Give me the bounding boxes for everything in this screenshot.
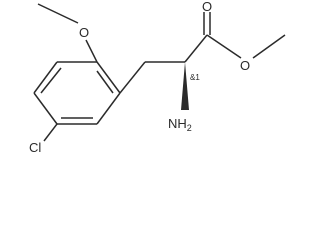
atom-nh-text: NH xyxy=(168,116,187,131)
atom-o-carbonyl-label: O xyxy=(202,0,212,14)
bond-ring-c5-c6 xyxy=(33,61,58,94)
bond-ring-ch2 xyxy=(119,61,146,94)
atom-o-ester-label: O xyxy=(240,58,250,73)
atom-nh2-subscript: 2 xyxy=(187,123,192,133)
bond-c4-cl xyxy=(43,123,58,142)
stereo-label: &1 xyxy=(190,73,200,82)
bond-o-methyl xyxy=(37,3,79,24)
bond-ring-c4-c5 xyxy=(33,92,58,125)
bond-ring-c2-c3 xyxy=(96,92,121,125)
atom-o-methoxy-label: O xyxy=(79,25,89,40)
bond-ring-inner-c1-c2 xyxy=(96,70,114,94)
bond-ring-c1-c2 xyxy=(96,61,121,94)
atom-nh2-label: NH2 xyxy=(168,116,192,133)
bond-calpha-ccarbonyl xyxy=(184,34,208,63)
molecule-structure: Cl O NH2 &1 O O xyxy=(29,0,286,155)
stereo-wedge-bond xyxy=(181,62,189,110)
bond-c1-o-methoxy xyxy=(85,39,98,63)
atom-cl-label: Cl xyxy=(29,140,41,155)
bond-ring-inner-c5-c6 xyxy=(40,67,62,94)
bond-ccarbonyl-oester xyxy=(206,34,242,59)
bond-oester-methyl xyxy=(252,34,286,59)
